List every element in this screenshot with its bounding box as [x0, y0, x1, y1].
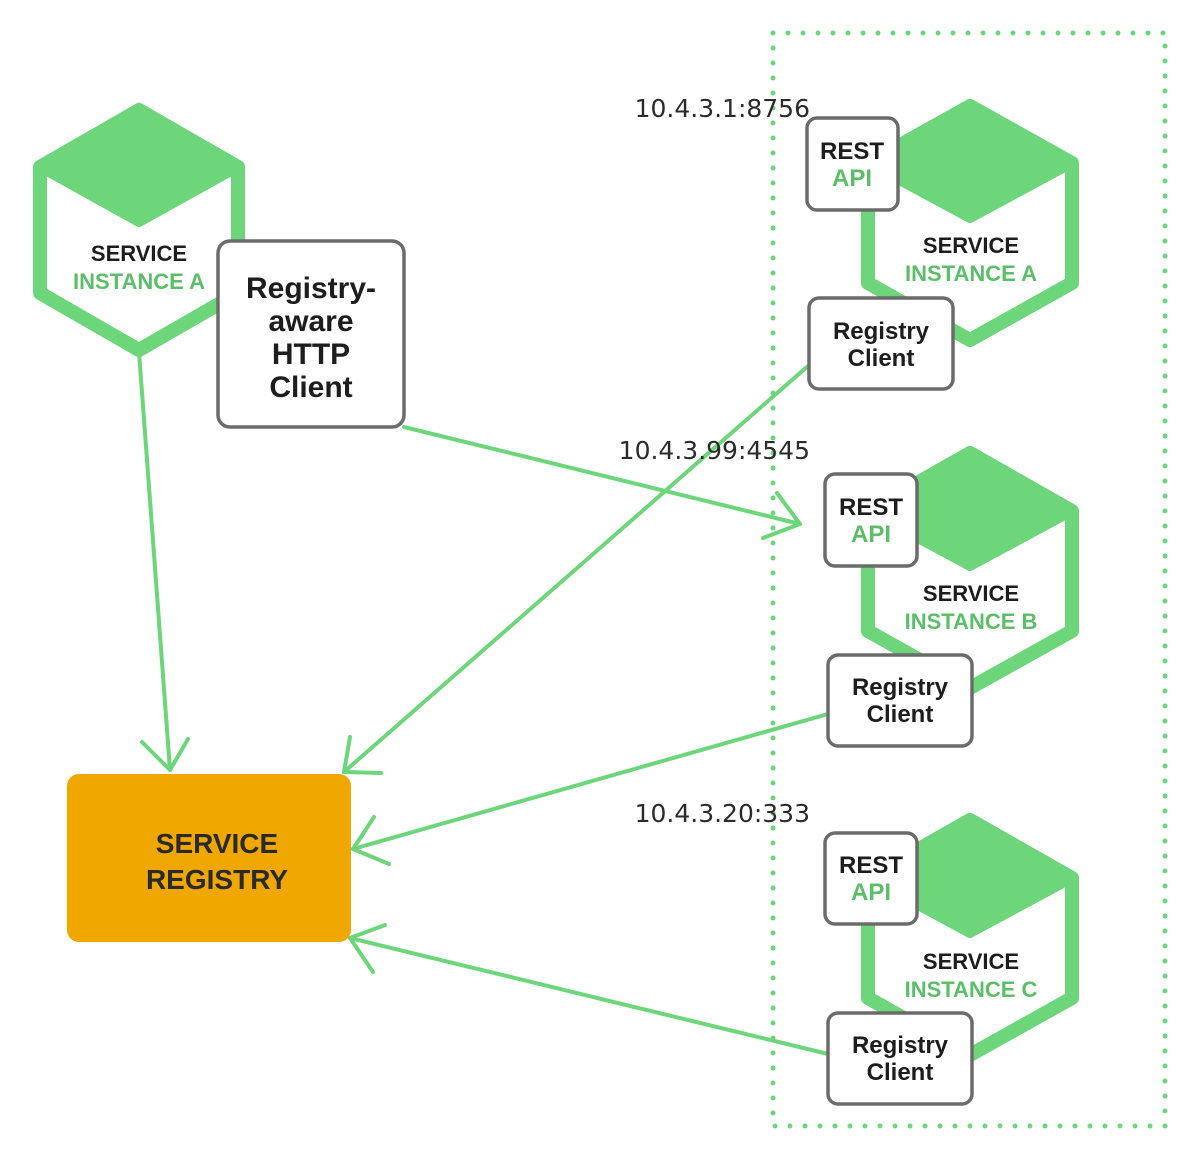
registry-client-box[interactable]: Registry Client [826, 653, 974, 748]
registry-client-box[interactable]: Registry Client [807, 296, 955, 391]
api-label: API [851, 521, 891, 548]
arrow-client-service-to-registry [137, 350, 190, 772]
instance-ip: 10.4.3.99:4545 [619, 436, 810, 465]
service-subtitle: INSTANCE A [73, 269, 205, 294]
service-subtitle: INSTANCE A [905, 261, 1037, 286]
registry-client-label-line-1: Registry [852, 674, 949, 701]
http-client-label-line-3: HTTP [272, 338, 350, 371]
service-title: SERVICE [91, 241, 187, 266]
rest-label: REST [820, 138, 884, 165]
rest-api-box[interactable]: REST API [823, 831, 919, 926]
service-subtitle: INSTANCE B [905, 609, 1038, 634]
service-title: SERVICE [923, 949, 1019, 974]
arrow-http-client-to-instance-b-api [402, 425, 802, 540]
rest-api-box[interactable]: REST API [823, 472, 919, 568]
service-instance-b[interactable]: 10.4.3.99:4545 SERVICE INSTANCE B REST A… [619, 436, 1079, 748]
registry-client-label-line-1: Registry [833, 318, 930, 345]
registry-label-line-1: SERVICE [156, 828, 278, 859]
service-instances-container [770, 30, 1168, 1129]
arrow-instance-a-registry-client-to-registry [342, 364, 810, 775]
service-title: SERVICE [923, 233, 1019, 258]
service-registry[interactable]: SERVICE REGISTRY [67, 774, 351, 942]
hexagon-top-face [863, 101, 1077, 223]
http-client-label-line-2: aware [268, 305, 353, 338]
api-label: API [832, 165, 872, 192]
instance-ip: 10.4.3.20:333 [635, 799, 810, 828]
rest-label: REST [839, 852, 903, 879]
registry-client-label-line-1: Registry [852, 1032, 949, 1059]
api-label: API [851, 879, 891, 906]
registry-client-label-line-2: Client [867, 1059, 934, 1086]
rest-api-box[interactable]: REST API [805, 116, 900, 212]
registry-client-label-line-2: Client [867, 701, 934, 728]
http-client-label-line-4: Client [269, 371, 352, 404]
service-instance-a[interactable]: 10.4.3.1:8756 SERVICE INSTANCE A REST AP… [635, 94, 1079, 391]
arrow-instance-c-registry-client-to-registry [348, 923, 830, 1056]
registry-label-line-2: REGISTRY [146, 864, 288, 895]
service-title: SERVICE [923, 581, 1019, 606]
hexagon-top-face [35, 105, 243, 227]
rest-label: REST [839, 494, 903, 521]
instance-ip: 10.4.3.1:8756 [635, 94, 810, 123]
registry-aware-http-client[interactable]: Registry- aware HTTP Client [216, 239, 406, 429]
service-subtitle: INSTANCE C [905, 977, 1038, 1002]
service-instance-c[interactable]: 10.4.3.20:333 SERVICE INSTANCE C REST AP… [635, 799, 1079, 1106]
registry-client-label-line-2: Client [848, 345, 915, 372]
client-service-instance[interactable]: SERVICE INSTANCE A [33, 103, 245, 357]
http-client-label-line-1: Registry- [246, 272, 376, 305]
registry-client-box[interactable]: Registry Client [826, 1011, 974, 1106]
connections [137, 350, 830, 1056]
arrow-instance-b-registry-client-to-registry [351, 712, 830, 866]
